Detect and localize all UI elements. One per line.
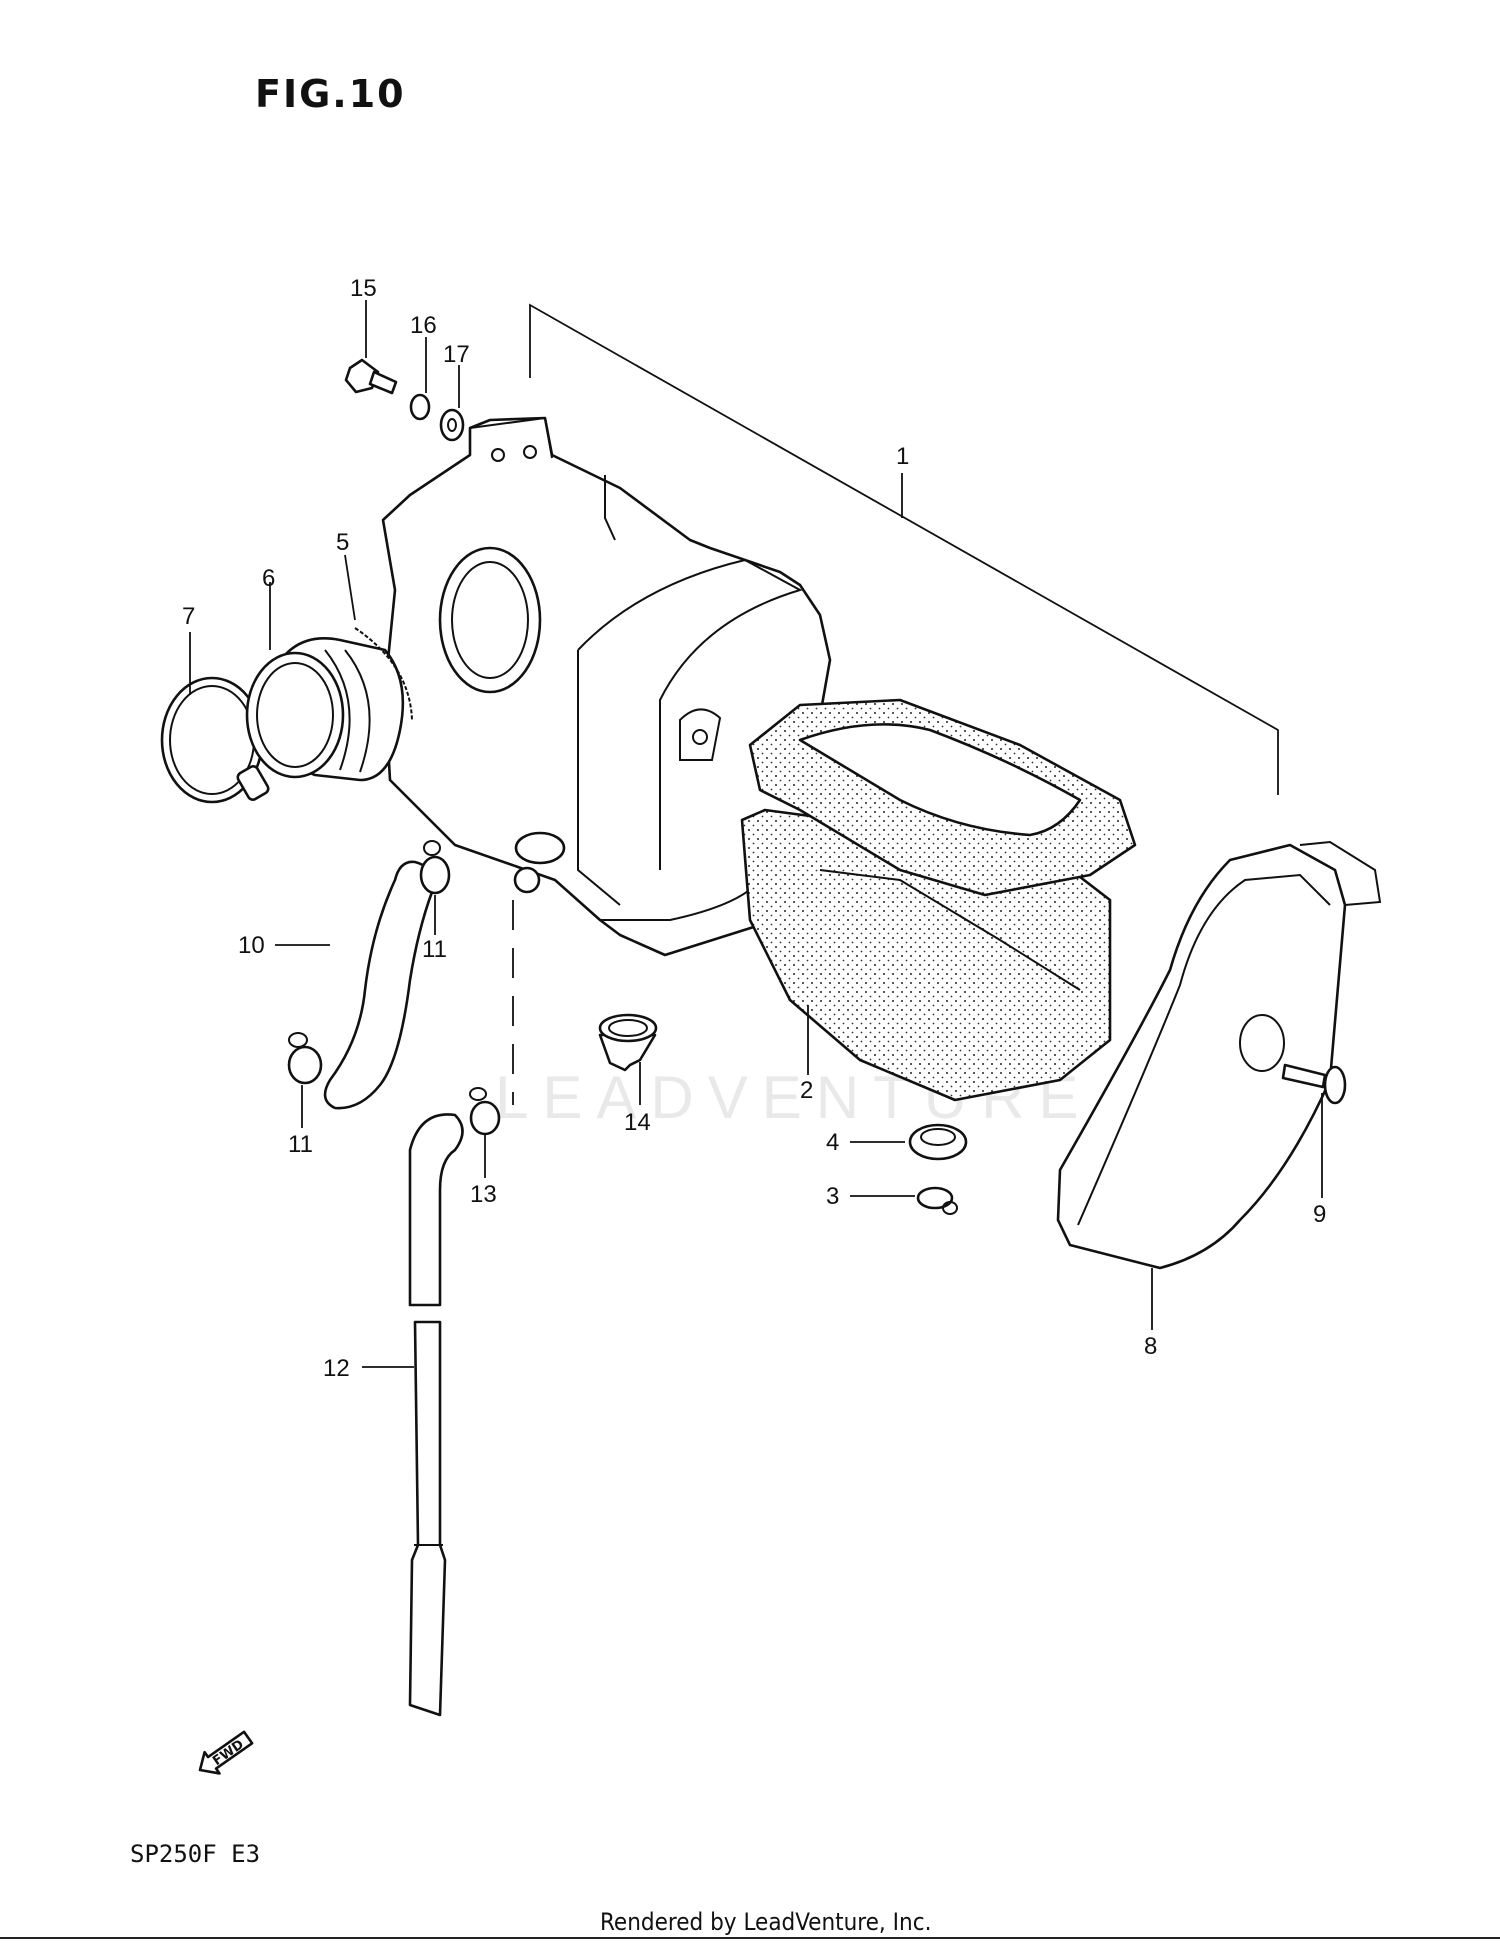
- flat-washer: [439, 365, 465, 442]
- assembly-bracket: [529, 303, 1279, 795]
- callout-9: 9: [1313, 1201, 1326, 1228]
- callout-4: 4: [826, 1129, 839, 1156]
- callout-3: 3: [826, 1183, 839, 1210]
- hose-clip-lower: [287, 1032, 323, 1128]
- callout-13: 13: [470, 1181, 497, 1208]
- callout-8: 8: [1144, 1333, 1157, 1360]
- callout-6: 6: [262, 565, 275, 592]
- callout-11-upper: 11: [422, 936, 447, 963]
- callout-15: 15: [350, 275, 377, 302]
- figure-title: FIG.10: [255, 72, 406, 116]
- cover-screw: [1281, 1063, 1347, 1198]
- drain-cap: [598, 1013, 658, 1105]
- callout-10: 10: [238, 932, 265, 959]
- callout-17: 17: [443, 341, 470, 368]
- footer-credit: Rendered by LeadVenture, Inc.: [600, 1908, 932, 1936]
- grommet: [850, 1123, 968, 1161]
- fwd-arrow-icon: FWD: [198, 1730, 254, 1775]
- cover-clip: [850, 1186, 958, 1215]
- callout-12: 12: [323, 1355, 350, 1382]
- callout-2: 2: [800, 1077, 813, 1104]
- callout-16: 16: [410, 312, 437, 339]
- band-clamp: [160, 632, 270, 804]
- air-cleaner-case: [381, 416, 832, 957]
- hose-clip-upper: [419, 840, 451, 935]
- drain-clip: [469, 1087, 501, 1178]
- filter-element: [740, 698, 1137, 1102]
- callout-11-lower: 11: [288, 1131, 313, 1158]
- mounting-bolt: [344, 300, 398, 395]
- drain-hose: [362, 1113, 464, 1717]
- callout-1: 1: [896, 443, 909, 470]
- spring-washer: [409, 337, 431, 421]
- callout-14: 14: [624, 1109, 651, 1136]
- intake-pipe: [245, 582, 405, 782]
- callout-5: 5: [336, 529, 349, 556]
- model-code: SP250F E3: [130, 1840, 261, 1868]
- callout-7: 7: [182, 603, 195, 630]
- footer-divider: [0, 1937, 1500, 1939]
- intake-ring: [344, 554, 413, 721]
- air-cleaner-cover: [1056, 840, 1382, 1270]
